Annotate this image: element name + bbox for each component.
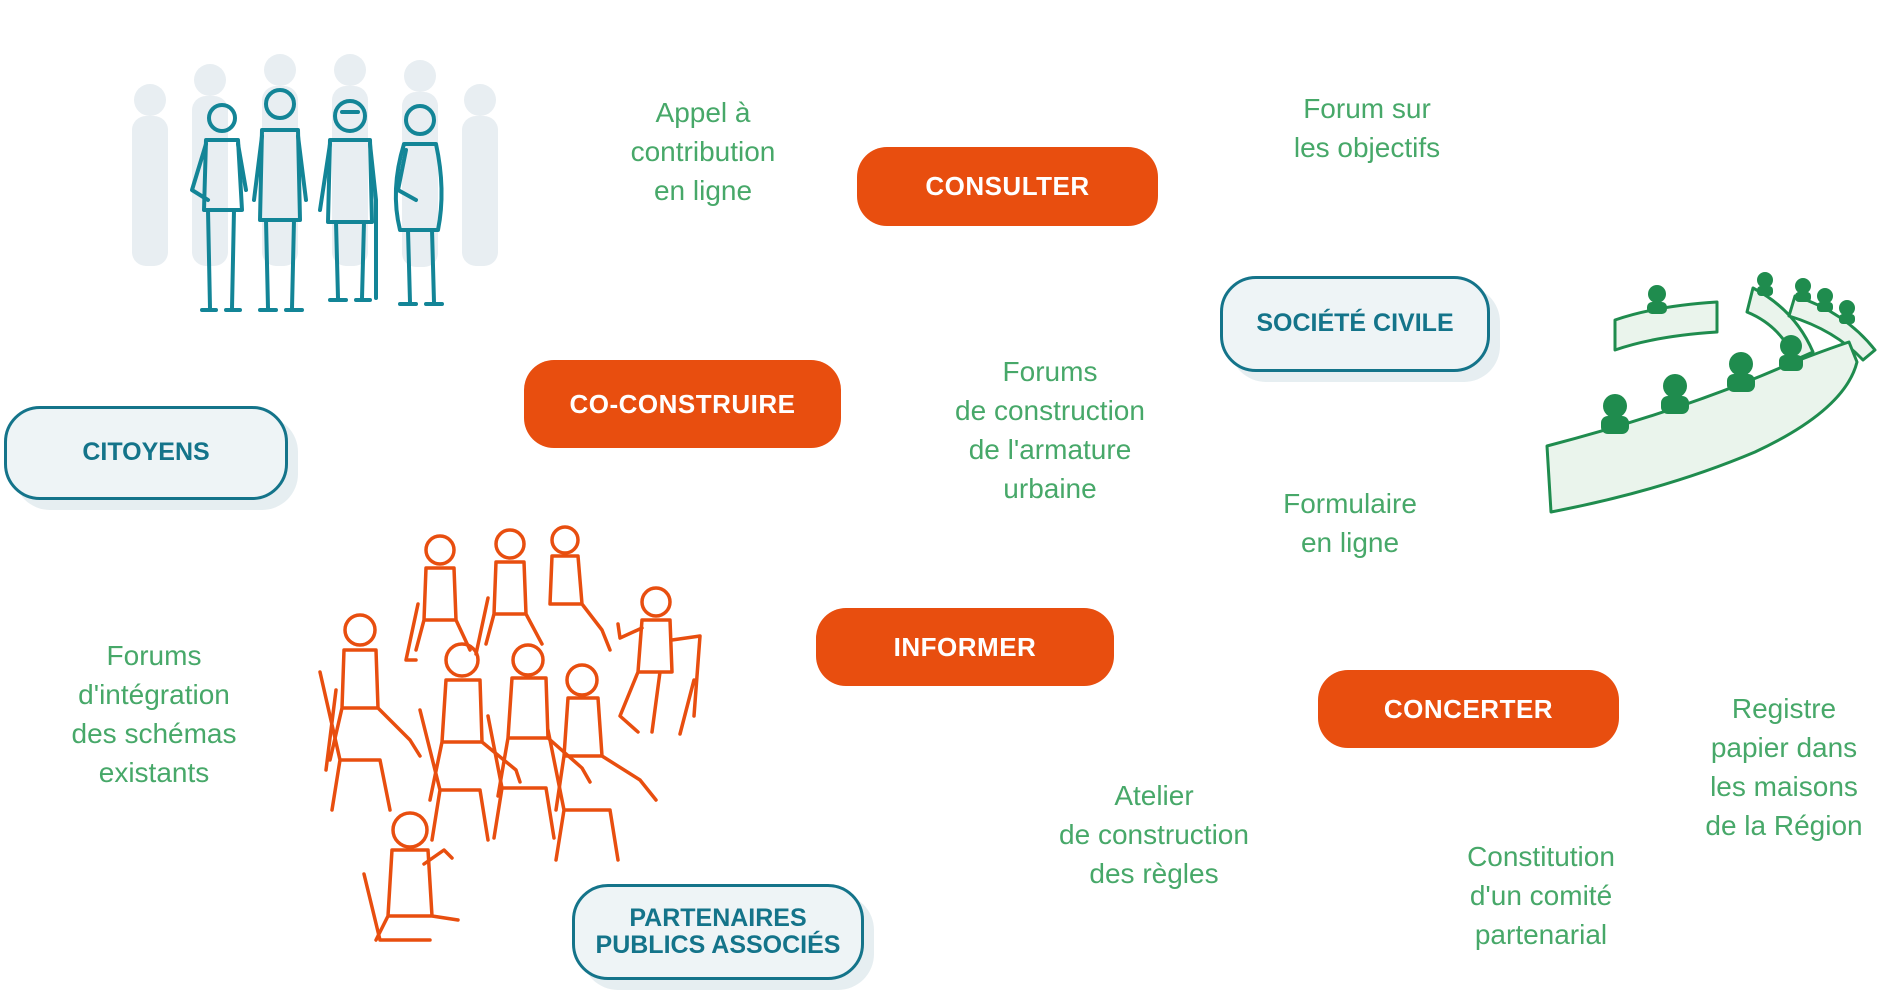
standing-people-illustration [132, 54, 498, 312]
forums-integration-label: Forums d'intégration des schémas existan… [71, 640, 237, 788]
concerter-label: CONCERTER [1383, 693, 1554, 724]
co-construire-pill: CO-CONSTRUIRE [524, 360, 841, 448]
assembly-hemicycle-illustration [1545, 272, 1877, 514]
formulaire-label: Formulaire en ligne [1283, 488, 1417, 558]
partenaires-label-line1: PARTENAIRES [629, 903, 807, 932]
societe-civile-group: SOCIÉTÉ CIVILE [1220, 276, 1490, 372]
informer-pill: INFORMER [816, 608, 1114, 686]
informer-label: INFORMER [893, 631, 1037, 662]
comite-label: Constitution d'un comité partenarial [1467, 841, 1615, 950]
registre-label: Registre papier dans les maisons de la R… [1705, 693, 1863, 841]
co-construire-label: CO-CONSTRUIRE [569, 388, 796, 419]
societe-civile-label: SOCIÉTÉ CIVILE [1256, 309, 1454, 338]
consulter-label: CONSULTER [925, 171, 1090, 201]
citoyens-group: CITOYENS [4, 406, 288, 500]
forum-objectifs-label: Forum sur les objectifs [1293, 93, 1441, 163]
partenaires-group: PARTENAIRES PUBLICS ASSOCIÉS [572, 884, 864, 980]
citoyens-label: CITOYENS [82, 438, 210, 467]
forums-armature-label: Forums de construction de l'armature urb… [955, 356, 1145, 504]
seated-people-illustration [318, 525, 702, 942]
concerter-pill: CONCERTER [1318, 670, 1619, 748]
partenaires-label-line2: PUBLICS ASSOCIÉS [595, 931, 841, 959]
appel-contribution-label: Appel à contribution en ligne [630, 97, 776, 206]
consulter-pill: CONSULTER [857, 147, 1158, 226]
atelier-label: Atelier de construction des règles [1059, 780, 1249, 889]
